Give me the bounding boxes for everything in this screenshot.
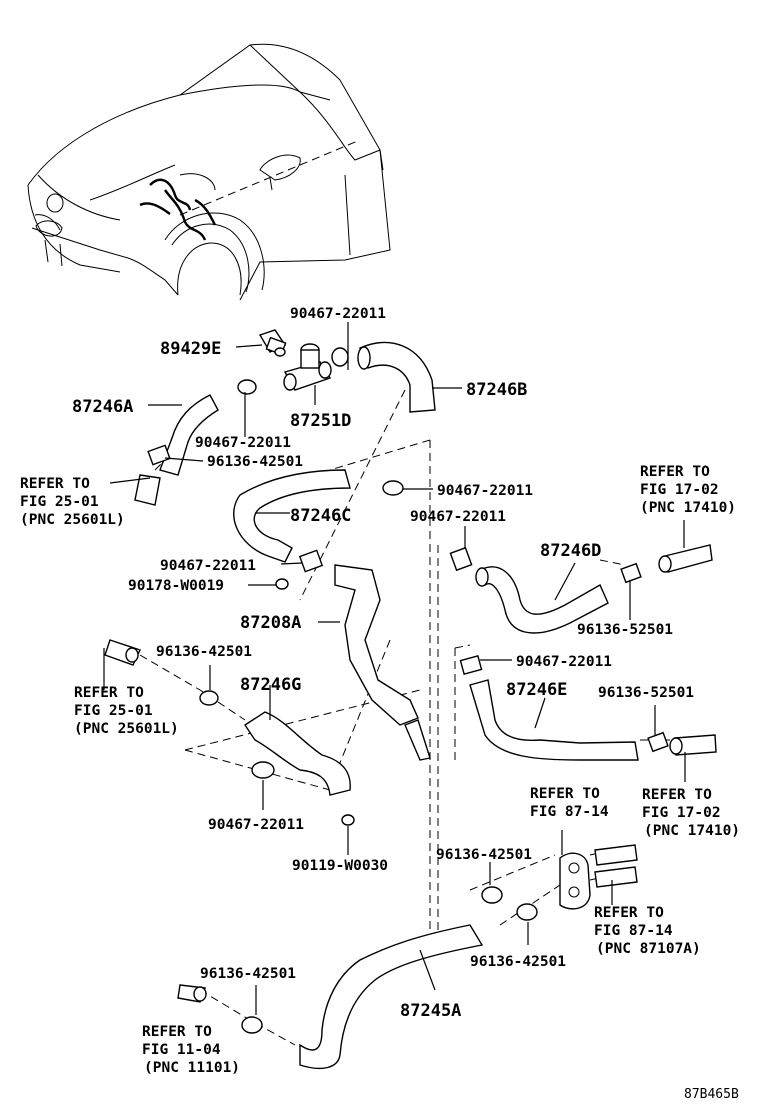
- reference-labels: REFER TO FIG 25-01 (PNC 25601L) REFER TO…: [20, 464, 740, 1076]
- part-drawings: [104, 329, 717, 1070]
- ref-87-14-b-fig: FIG 87-14: [594, 923, 673, 939]
- label-96136-42501-d: 96136-42501: [470, 954, 566, 970]
- ref-17-02-a-fig: FIG 17-02: [640, 482, 719, 498]
- pipe-87208a-end: [404, 719, 431, 761]
- label-96136-42501-c: 96136-42501: [436, 847, 532, 863]
- ref-25-01-a-pnc: (PNC 25601L): [20, 512, 125, 528]
- label-90467-22011-b: 90467-22011: [195, 435, 291, 451]
- ref-11-04-pnc: (PNC 11101): [144, 1060, 240, 1076]
- label-96136-42501-e: 96136-42501: [200, 966, 296, 982]
- clamp-icons: [125, 347, 683, 1034]
- label-90178-w0019: 90178-W0019: [128, 578, 224, 594]
- car-illustration: [27, 43, 391, 301]
- label-87246e: 87246E: [506, 680, 567, 700]
- label-90467-22011-a: 90467-22011: [290, 306, 386, 322]
- hose-87246b-end: [357, 346, 371, 370]
- ref-17-02-a-pnc: (PNC 17410): [640, 500, 736, 516]
- part-labels: 90467-22011 89429E 87246A 87246B 87251D …: [72, 306, 694, 1021]
- hose-87246d: [479, 566, 609, 634]
- ref-25-01-b-pnc: (PNC 25601L): [74, 721, 179, 737]
- ref-11-04-refer: REFER TO: [142, 1024, 212, 1040]
- label-87246c: 87246C: [290, 506, 351, 526]
- label-96136-52501-a: 96136-52501: [577, 622, 673, 638]
- ref-25-01-a-fig: FIG 25-01: [20, 494, 99, 510]
- hose-87245a: [299, 924, 484, 1070]
- pipe-stub-87-14-b: [594, 866, 638, 888]
- ref-87-14-a-refer: REFER TO: [530, 786, 600, 802]
- sensor-89429e: [258, 329, 287, 357]
- label-87245a: 87245A: [400, 1001, 461, 1021]
- label-90467-22011-f: 90467-22011: [516, 654, 612, 670]
- hose-87246c: [233, 469, 351, 563]
- label-90467-22011-g: 90467-22011: [208, 817, 304, 833]
- ref-17-02-b-pnc: (PNC 17410): [644, 823, 740, 839]
- hose-87246a: [159, 394, 219, 476]
- label-90119-w0030: 90119-W0030: [292, 858, 388, 874]
- hose-87246b: [359, 341, 436, 413]
- ref-87-14-b-refer: REFER TO: [594, 905, 664, 921]
- ref-17-02-a-refer: REFER TO: [640, 464, 710, 480]
- ref-17-02-b-fig: FIG 17-02: [642, 805, 721, 821]
- label-87246b: 87246B: [466, 380, 527, 400]
- label-96136-52501-b: 96136-52501: [598, 685, 694, 701]
- diagram-code: 87B465B: [684, 1087, 739, 1102]
- label-87246a: 87246A: [72, 397, 133, 417]
- label-90467-22011-c: 90467-22011: [437, 483, 533, 499]
- leader-lines: [103, 322, 686, 1015]
- label-89429e: 89429E: [160, 339, 221, 359]
- hose-87246d-end: [475, 567, 489, 587]
- label-87246d: 87246D: [540, 541, 601, 561]
- label-96136-42501-b: 96136-42501: [156, 644, 252, 660]
- hose-87246e: [469, 679, 639, 761]
- valve-87251d: [283, 343, 332, 391]
- ref-25-01-b-refer: REFER TO: [74, 685, 144, 701]
- ref-87-14-a-fig: FIG 87-14: [530, 804, 609, 820]
- pipe-stub-87-14-a: [594, 844, 638, 866]
- label-87208a: 87208A: [240, 613, 301, 633]
- ref-87-14-b-pnc: (PNC 87107A): [596, 941, 701, 957]
- label-96136-42501-a: 96136-42501: [207, 454, 303, 470]
- flange-87-14: [559, 852, 591, 910]
- ref-11-04-fig: FIG 11-04: [142, 1042, 221, 1058]
- label-87251d: 87251D: [290, 411, 351, 431]
- label-87246g: 87246G: [240, 675, 301, 695]
- grouping-lines: [139, 389, 670, 1046]
- pipe-87208a: [334, 564, 419, 726]
- label-90467-22011-e: 90467-22011: [160, 558, 256, 574]
- pipe-stub-25-01-b: [134, 474, 161, 506]
- ref-17-02-b-refer: REFER TO: [642, 787, 712, 803]
- hose-87246g: [244, 711, 351, 796]
- ref-25-01-b-fig: FIG 25-01: [74, 703, 153, 719]
- ref-25-01-a-refer: REFER TO: [20, 476, 90, 492]
- pipe-stub-17-02-a: [664, 544, 713, 573]
- label-90467-22011-d: 90467-22011: [410, 509, 506, 525]
